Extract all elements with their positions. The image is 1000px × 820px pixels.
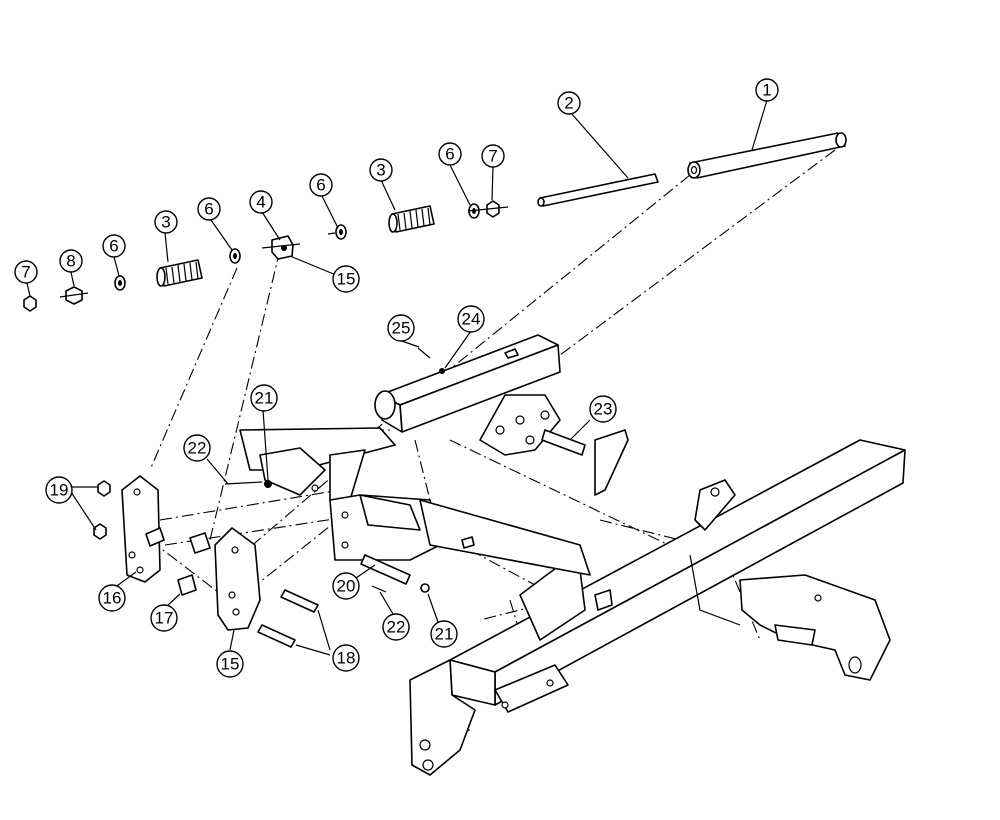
- callout-leaders: [26, 99, 768, 656]
- callout-4: 4: [249, 190, 273, 214]
- washer-part-21: [420, 583, 430, 593]
- svg-text:24: 24: [462, 310, 481, 329]
- right-hitch-arm: [689, 479, 891, 681]
- nut-part-7: [23, 295, 37, 312]
- center-channel: [329, 494, 441, 561]
- svg-text:6: 6: [445, 145, 454, 164]
- callout-23: 23: [589, 395, 617, 423]
- callout-6: 6: [309, 173, 333, 197]
- spring-part-3-right: [388, 205, 435, 233]
- svg-text:23: 23: [594, 400, 613, 419]
- callout-3: 3: [369, 158, 393, 182]
- bolt-part-18: [257, 589, 319, 648]
- callout-8: 8: [59, 249, 83, 273]
- front-left-plate: [409, 659, 476, 776]
- callout-7: 7: [481, 144, 505, 168]
- callout-17: 17: [150, 604, 178, 632]
- center-bracket: [479, 394, 561, 456]
- svg-text:15: 15: [337, 270, 356, 289]
- callout-19: 19: [45, 476, 73, 504]
- svg-text:3: 3: [376, 161, 385, 180]
- callout-15: 15: [216, 650, 244, 678]
- plate-part-16: [121, 475, 165, 583]
- callout-1: 1: [755, 78, 779, 102]
- callout-20: 20: [332, 572, 360, 600]
- svg-text:8: 8: [66, 252, 75, 271]
- tube-part-1: [687, 132, 847, 179]
- block-part-4: [261, 235, 301, 260]
- svg-text:21: 21: [435, 625, 454, 644]
- svg-text:25: 25: [392, 319, 411, 338]
- callout-21: 21: [430, 620, 458, 648]
- svg-text:6: 6: [204, 200, 213, 219]
- callout-6: 6: [438, 142, 462, 166]
- callout-16: 16: [98, 584, 126, 612]
- nut-part-19: [93, 480, 111, 540]
- pin-part-20: [360, 554, 411, 585]
- spacer-part-17: [177, 532, 211, 596]
- svg-text:1: 1: [762, 81, 771, 100]
- svg-text:15: 15: [221, 655, 240, 674]
- callout-24: 24: [457, 305, 485, 333]
- callout-6: 6: [102, 234, 126, 258]
- svg-text:18: 18: [337, 649, 356, 668]
- svg-text:4: 4: [256, 193, 265, 212]
- callout-6: 6: [197, 197, 221, 221]
- grease-fitting-part-25: [417, 347, 445, 374]
- center-tube-link: [419, 499, 591, 576]
- svg-text:7: 7: [488, 147, 497, 166]
- callout-2: 2: [557, 91, 581, 115]
- spring-stack: [23, 200, 509, 312]
- callout-7: 7: [14, 260, 38, 284]
- callout-3: 3: [154, 210, 178, 234]
- pin-part-23: [541, 429, 629, 496]
- svg-text:19: 19: [50, 481, 69, 500]
- callout-22: 22: [183, 434, 211, 462]
- callout-25: 25: [387, 314, 415, 342]
- svg-text:17: 17: [155, 609, 174, 628]
- clip-part-22: [371, 585, 387, 593]
- lower-mid-bracket: [519, 564, 613, 641]
- hitch-block: [494, 664, 569, 713]
- rear-frame-beam: [374, 334, 561, 433]
- front-frame-beam: [449, 439, 906, 706]
- svg-text:6: 6: [109, 237, 118, 256]
- svg-text:22: 22: [188, 439, 207, 458]
- svg-text:2: 2: [564, 94, 573, 113]
- callout-15: 15: [332, 265, 360, 293]
- svg-text:21: 21: [255, 389, 274, 408]
- callout-18: 18: [332, 644, 360, 672]
- svg-text:20: 20: [337, 577, 356, 596]
- svg-text:7: 7: [21, 263, 30, 282]
- callout-22: 22: [382, 613, 410, 641]
- left-mount-bracket: [224, 427, 396, 501]
- svg-text:16: 16: [103, 589, 122, 608]
- svg-text:22: 22: [387, 618, 406, 637]
- spring-part-3-left: [156, 259, 203, 287]
- plate-part-15: [214, 527, 261, 631]
- rod-part-2: [537, 173, 659, 207]
- svg-text:6: 6: [316, 176, 325, 195]
- callout-21: 21: [250, 384, 278, 412]
- svg-text:3: 3: [161, 213, 170, 232]
